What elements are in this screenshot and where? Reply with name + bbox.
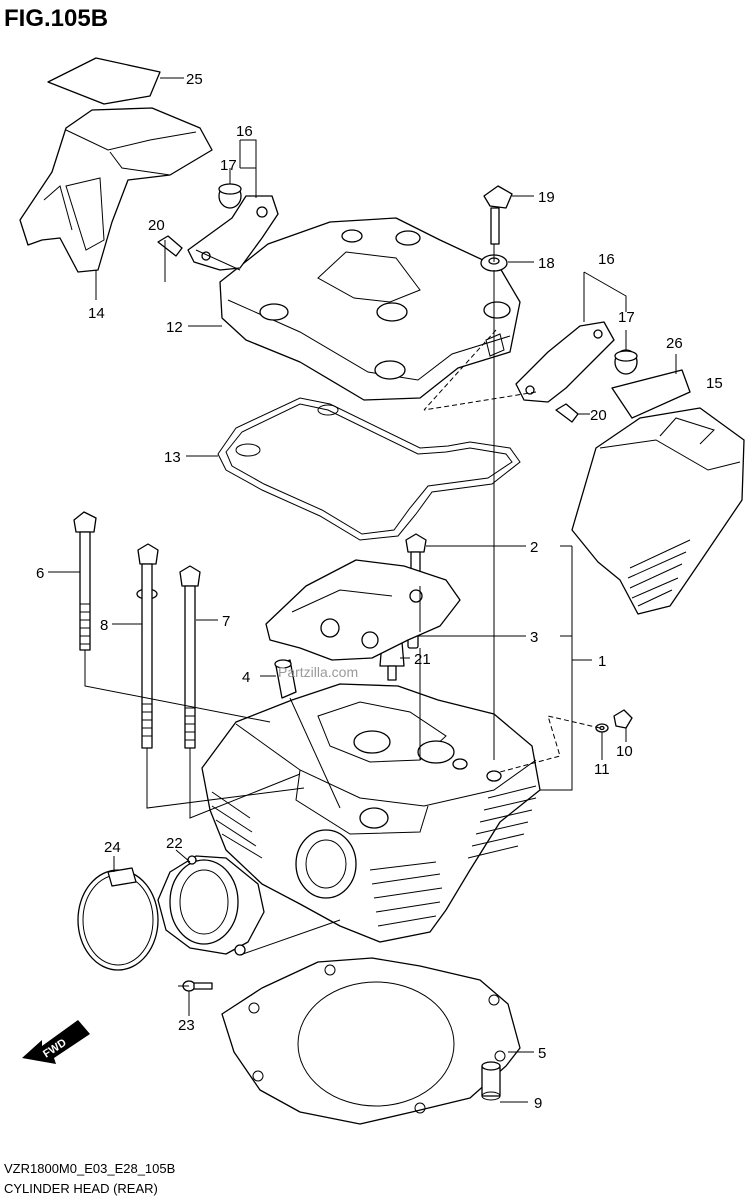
part-14-side-cover (19, 107, 213, 273)
part-13-cover-gasket (217, 397, 521, 541)
part-22-intake-pipe (157, 855, 265, 956)
part-7-bolt (179, 565, 201, 749)
callout-11: 11 (594, 761, 610, 778)
part-4-dowel-pin (274, 659, 297, 699)
part-17-grommet-right (614, 349, 638, 375)
leader-lines (48, 77, 677, 1103)
callout-1: 1 (598, 653, 606, 670)
part-20-bolt-left (157, 235, 183, 257)
callout-labels: 25 16 17 20 14 12 19 18 16 17 26 15 20 1… (36, 71, 723, 1112)
callout-14: 14 (88, 305, 105, 322)
part-1-cylinder-head (201, 683, 541, 943)
callout-23: 23 (178, 1017, 195, 1034)
forward-direction-arrow: FWD (22, 1020, 90, 1064)
callout-5: 5 (538, 1045, 546, 1062)
callout-9: 9 (534, 1095, 542, 1112)
part-12-head-cover (219, 217, 521, 401)
callout-16-left: 16 (236, 123, 253, 140)
callout-21: 21 (414, 651, 431, 668)
callout-24: 24 (104, 839, 121, 856)
callout-17-left: 17 (220, 157, 237, 174)
part-19-bolt (483, 185, 513, 245)
part-10-bolt (613, 709, 633, 729)
callout-13: 13 (164, 449, 181, 466)
diagram-caption: CYLINDER HEAD (REAR) (4, 1181, 158, 1196)
watermark: Partzilla.com (278, 664, 358, 680)
part-26-seal-sheet (611, 369, 691, 419)
part-5-head-gasket (221, 957, 521, 1125)
callout-20-right: 20 (590, 407, 607, 424)
callout-20-left-top: 20 (148, 217, 165, 234)
callout-7: 7 (222, 613, 230, 630)
callout-16-right: 16 (598, 251, 615, 268)
part-9-dowel (481, 1061, 501, 1101)
callout-15: 15 (706, 375, 723, 392)
part-17-grommet-left (218, 183, 242, 209)
callout-6: 6 (36, 565, 44, 582)
diagram-code: VZR1800M0_E03_E28_105B (4, 1161, 175, 1176)
part-20-bolt-right (555, 403, 579, 423)
callout-25: 25 (186, 71, 203, 88)
callout-26: 26 (666, 335, 683, 352)
assembly-lines (84, 244, 601, 987)
figure-title: FIG.105B (4, 5, 108, 32)
callout-3: 3 (530, 629, 538, 646)
callout-8: 8 (100, 617, 108, 634)
part-15-side-cover (571, 407, 745, 615)
callout-12: 12 (166, 319, 183, 336)
callout-18: 18 (538, 255, 555, 272)
part-25-seal-sheet (47, 57, 161, 105)
part-16-bracket-right (515, 321, 615, 403)
part-11-washer (595, 723, 609, 733)
cam-holder (265, 559, 461, 661)
callout-4: 4 (242, 669, 250, 686)
callout-2: 2 (530, 539, 538, 556)
part-24-clamp (77, 867, 159, 971)
callout-10: 10 (616, 743, 633, 760)
part-6-bolt (73, 511, 97, 651)
callout-22: 22 (166, 835, 183, 852)
part-8-bolt (136, 543, 159, 749)
callout-17-right: 17 (618, 309, 635, 326)
callout-19: 19 (538, 189, 555, 206)
